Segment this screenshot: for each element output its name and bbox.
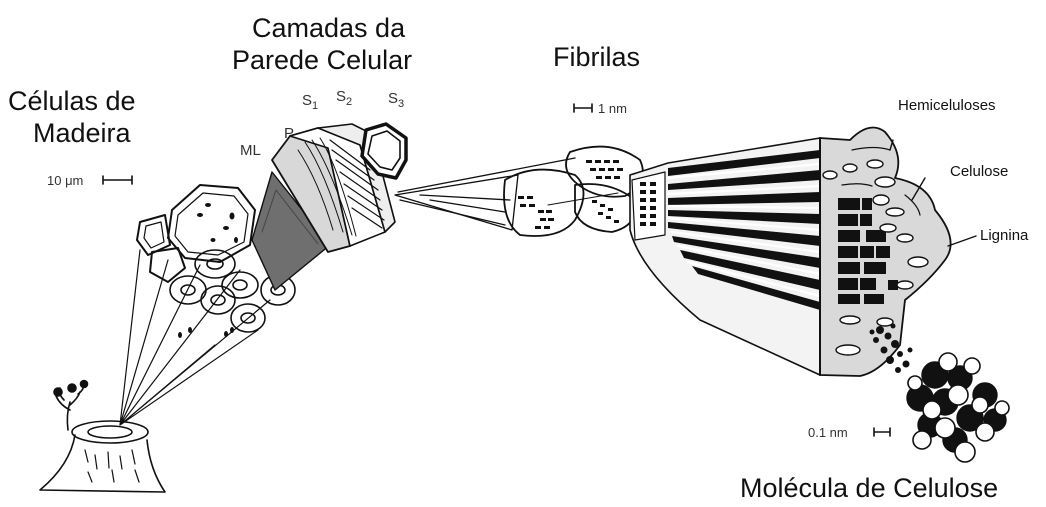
scale-label-molecule: 0.1 nm [808,425,848,441]
tree-stump-illustration [40,381,165,493]
cellulose-label: Celulose [950,163,1008,181]
hemicelluloses-label: Hemiceluloses [898,97,996,115]
cell-wall-title-line2: Parede Celular [232,44,412,76]
layer-label-p: P [284,125,294,143]
scale-label-fibrils: 1 nm [598,101,627,117]
layer-label-s2: S2 [336,88,352,111]
layer-label-s3: S3 [388,90,404,113]
fibrils-title: Fibrilas [553,41,640,73]
microfibril-funnel [630,138,820,375]
cellulose-molecule-title: Molécula de Celulose [740,472,998,504]
fibril-bundle [504,147,643,236]
wood-cells-title-line2: Madeira [33,117,131,149]
layer-label-s1: S1 [302,92,318,115]
cell-wall-title-line1: Camadas da [252,12,405,44]
wood-cells-title-line1: Células de [8,85,136,117]
scale-label-cells: 10 μm [47,173,83,189]
lignin-label: Lignina [980,227,1028,245]
layer-label-ml: ML [240,142,261,160]
